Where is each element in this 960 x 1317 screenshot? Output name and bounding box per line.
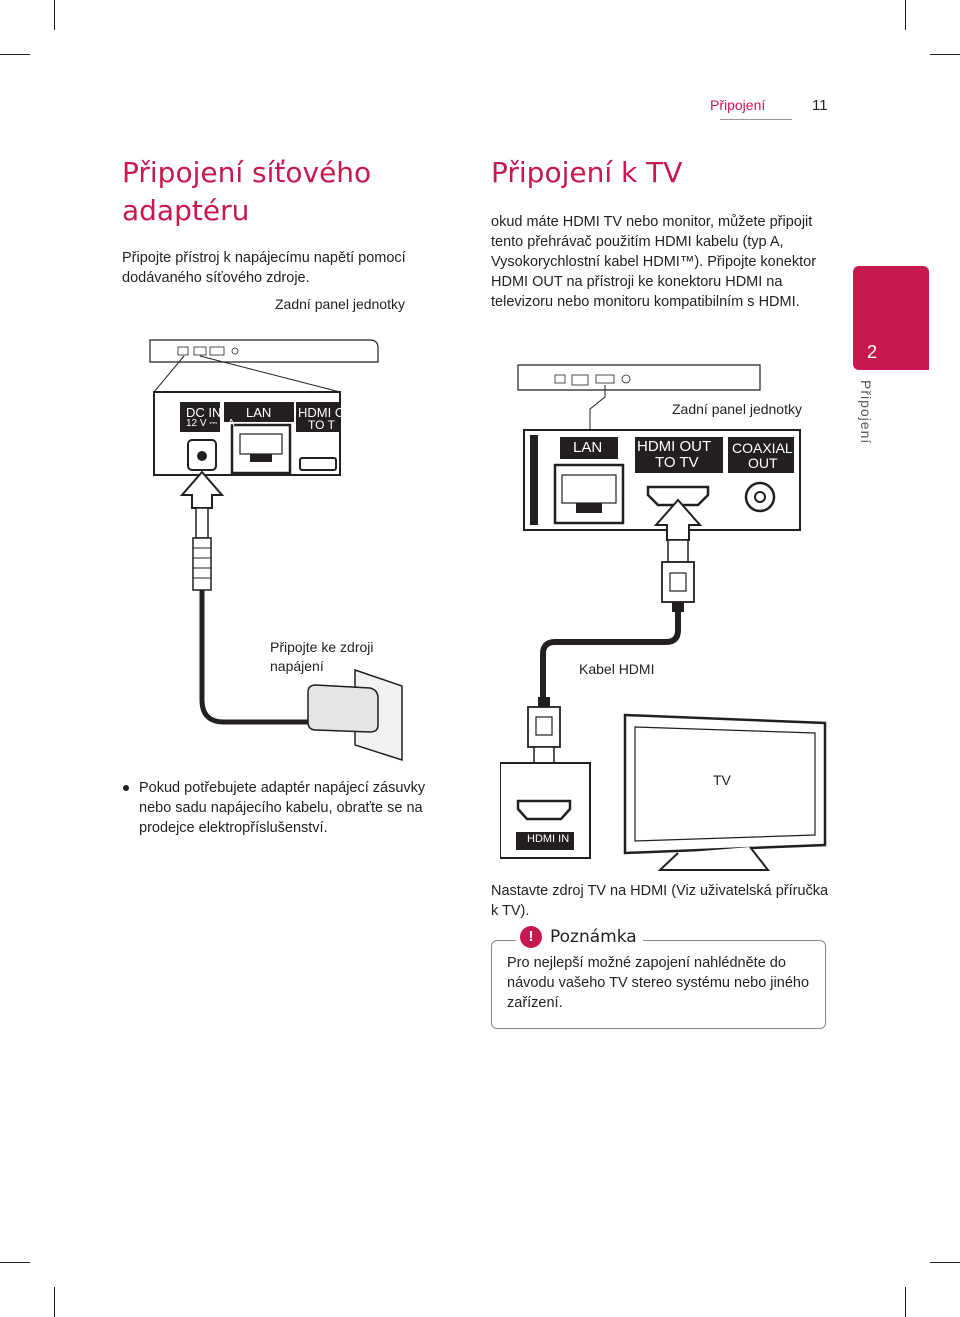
- tv-source-instruction: Nastavte zdroj TV na HDMI (Viz uživatels…: [491, 883, 829, 919]
- port-hdmi-label-left: HDMI O: [298, 405, 345, 420]
- port-to-tv-label: TO TV: [655, 454, 699, 471]
- port-lan-label-right: LAN: [573, 439, 603, 456]
- rear-panel-label-right: Zadní panel jednotky: [672, 401, 802, 417]
- running-header: Připojení: [710, 97, 766, 113]
- port-to-tv-label-left: TO T: [308, 418, 335, 432]
- crop-mark: [905, 1287, 906, 1317]
- note-title: Poznámka: [550, 927, 637, 947]
- adapter-instructions: Připojte přístroj k napájecímu napětí po…: [122, 250, 406, 286]
- note-header: ! Poznámka: [516, 926, 643, 948]
- tv-instructions: okud máte HDMI TV nebo monitor, můžete p…: [491, 214, 817, 310]
- crop-mark: [930, 54, 960, 55]
- tv-label: TV: [713, 772, 731, 788]
- hdmi-diagram: [500, 364, 827, 871]
- bullet-dot: [123, 785, 129, 791]
- adapter-bullet-note: Pokud potřebujete adaptér napájecí zásuv…: [139, 780, 426, 836]
- port-dc-rating: 12 V ⎓ 1 A: [186, 418, 235, 429]
- section-title-adapter: Připojení síťového adaptéru: [122, 156, 372, 227]
- note-box: [491, 940, 826, 1029]
- crop-mark: [54, 1287, 55, 1317]
- crop-mark: [905, 0, 906, 30]
- crop-mark: [0, 1262, 30, 1263]
- port-dc-in-label: DC IN: [186, 405, 222, 420]
- hdmi-in-label: HDMI IN: [527, 833, 570, 845]
- chapter-number: 2: [867, 342, 878, 362]
- power-diagram: [149, 339, 403, 762]
- exclamation-icon: !: [520, 926, 542, 948]
- page-number: 11: [812, 97, 828, 114]
- header-divider: [720, 119, 792, 120]
- port-lan-label-left: LAN: [246, 405, 272, 420]
- section-title-tv: Připojení k TV: [491, 156, 683, 189]
- crop-mark: [54, 0, 55, 30]
- port-hdmi-out-label: HDMI OUT: [637, 438, 712, 455]
- chapter-label: Připojení: [858, 380, 874, 445]
- power-source-label: Připojte ke zdroji napájení: [270, 639, 374, 674]
- hdmi-cable-label: Kabel HDMI: [579, 661, 655, 677]
- chapter-tab: [853, 266, 929, 370]
- crop-mark: [930, 1262, 960, 1263]
- port-coaxial-label: COAXIAL: [732, 440, 793, 456]
- crop-mark: [0, 54, 30, 55]
- note-text: Pro nejlepší možné zapojení nahlédněte d…: [507, 955, 810, 1011]
- port-out-label: OUT: [748, 455, 778, 471]
- rear-panel-label-left: Zadní panel jednotky: [275, 296, 405, 312]
